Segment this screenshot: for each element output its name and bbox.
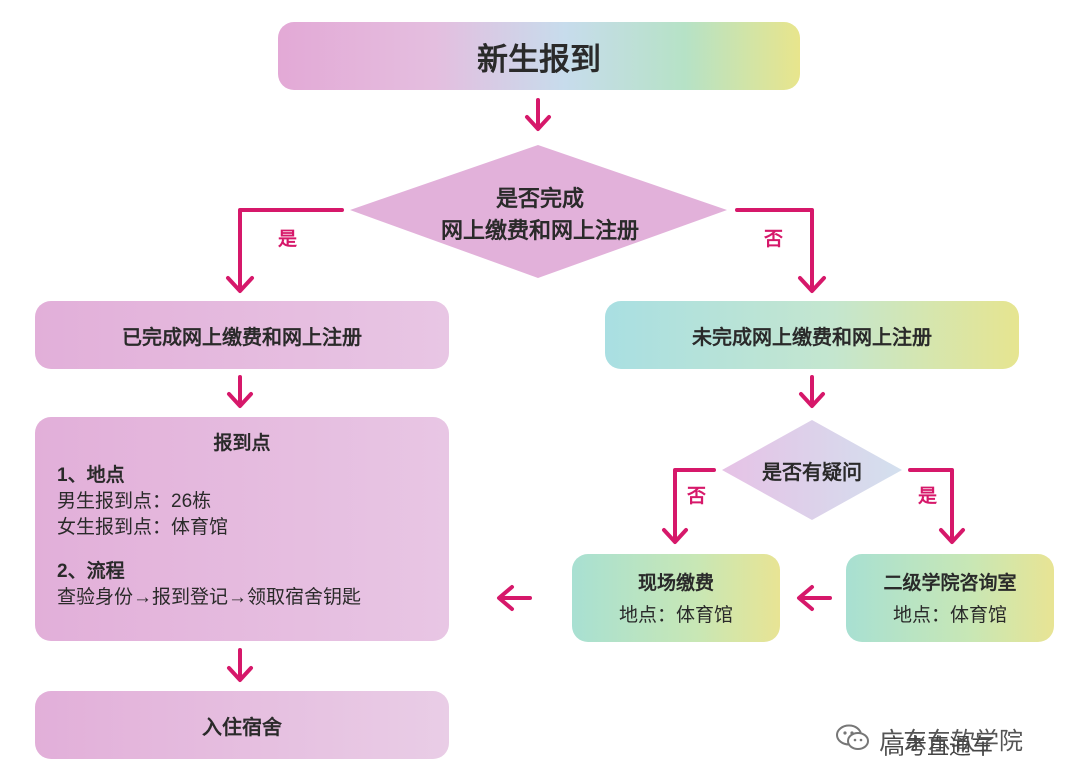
arrow-decision2-no: [662, 468, 716, 544]
consultation-node: 二级学院咨询室 地点：体育馆: [846, 554, 1054, 642]
onsite-payment-location: 地点：体育馆: [618, 605, 733, 626]
report-point-node: 报到点 1、地点 男生报到点：26栋 女生报到点：体育馆 2、流程 查验身份→报…: [35, 417, 449, 641]
watermark: 广东东软学院 高考直通车: [835, 713, 1070, 763]
edge-label-decision2-no: 否: [687, 486, 707, 507]
watermark-text: 广东东软学院: [879, 727, 1023, 755]
done-node: 已完成网上缴费和网上注册: [35, 301, 449, 369]
report-process-heading: 2、流程: [57, 561, 125, 582]
onsite-payment-title: 现场缴费: [637, 573, 714, 594]
spacer: [57, 541, 427, 559]
decision2-diamond: [722, 420, 902, 520]
edge-label-decision1-yes: 是: [278, 229, 298, 250]
decision1-line1: 是否完成: [495, 186, 584, 211]
not-done-node-label: 未完成网上缴费和网上注册: [692, 326, 932, 349]
watermark-overlay-text: 高考直通车: [883, 734, 994, 759]
wechat-icon: [836, 724, 869, 750]
arrow-report-to-end: [227, 648, 253, 682]
start-node: 新生报到: [278, 22, 800, 90]
arrow-notdone-to-decision2: [799, 375, 825, 408]
consultation-title: 二级学院咨询室: [883, 573, 1017, 594]
onsite-payment-node: 现场缴费 地点：体育馆: [572, 554, 780, 642]
report-process-steps: 查验身份→报到登记→领取宿舍钥匙: [57, 587, 362, 608]
report-male-location: 男生报到点：26栋: [57, 491, 212, 512]
arrow-consult-to-onsite: [797, 585, 832, 611]
not-done-node: 未完成网上缴费和网上注册: [605, 301, 1019, 369]
arrow-decision1-yes: [226, 208, 344, 293]
arrow-onsite-to-report: [497, 585, 532, 611]
end-node-label: 入住宿舍: [202, 716, 282, 739]
done-node-label: 已完成网上缴费和网上注册: [122, 326, 362, 349]
report-location-heading: 1、地点: [57, 465, 125, 486]
report-female-location: 女生报到点：体育馆: [57, 517, 229, 538]
arrow-decision1-no: [735, 208, 826, 293]
report-point-title: 报到点: [213, 433, 271, 454]
arrow-done-to-report: [227, 375, 253, 408]
arrow-start-to-decision1: [525, 98, 551, 131]
arrow-decision2-yes: [908, 468, 965, 544]
consultation-location: 地点：体育馆: [892, 605, 1007, 626]
edge-label-decision2-yes: 是: [918, 486, 938, 507]
decision2-label: 是否有疑问: [762, 461, 862, 484]
start-node-label: 新生报到: [477, 41, 601, 77]
decision1-label: 是否完成 网上缴费和网上注册: [400, 165, 680, 265]
end-node: 入住宿舍: [35, 691, 449, 759]
decision1-diamond: [350, 145, 727, 278]
decision1-line2: 网上缴费和网上注册: [440, 218, 639, 243]
edge-label-decision1-no: 否: [764, 229, 784, 250]
